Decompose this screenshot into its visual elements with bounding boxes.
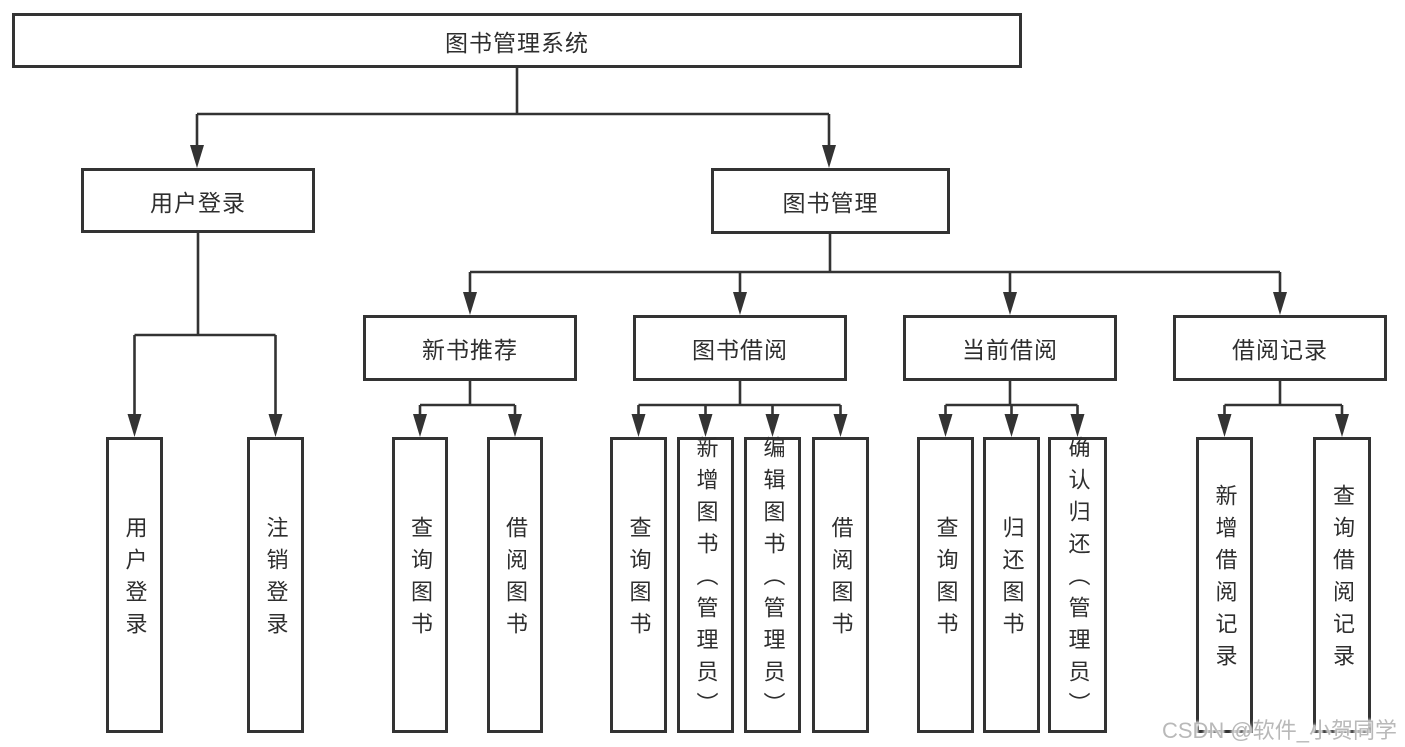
node-current-borrow-label: 当前借阅 — [962, 337, 1058, 363]
edge-current-borrow-to-leaves — [938, 381, 1085, 437]
leaf-edit-books-admin: 编辑图书（管理员） — [744, 436, 801, 733]
edge-user-login-to-leaves — [127, 233, 283, 437]
node-book-borrow: 图书借阅 — [633, 315, 847, 381]
node-current-borrow: 当前借阅 — [903, 315, 1117, 381]
node-borrow-records: 借阅记录 — [1173, 315, 1387, 381]
leaf-add-books-admin: 新增图书（管理员） — [677, 436, 734, 733]
leaf-current-query-books-label: 查询图书 — [933, 516, 959, 644]
leaf-add-books-admin-label: 新增图书（管理员） — [693, 436, 719, 724]
node-user-login: 用户登录 — [81, 168, 315, 233]
leaf-borrow-query-books-label: 查询图书 — [626, 516, 652, 644]
leaf-recommend-borrow-books: 借阅图书 — [487, 437, 543, 733]
leaf-edit-books-admin-label: 编辑图书（管理员） — [760, 436, 786, 724]
leaf-recommend-borrow-books-label: 借阅图书 — [503, 516, 528, 644]
leaf-borrow-borrow-books: 借阅图书 — [812, 437, 869, 733]
leaf-return-books-label: 归还图书 — [999, 516, 1025, 644]
leaf-add-borrow-record: 新增借阅记录 — [1196, 437, 1253, 733]
leaf-confirm-return-admin-label: 确认归还（管理员） — [1065, 436, 1091, 724]
csdn-watermark: CSDN @软件_小贺同学 — [1161, 718, 1397, 743]
leaf-user-login-label: 用户登录 — [122, 516, 148, 644]
leaf-add-borrow-record-label: 新增借阅记录 — [1212, 484, 1238, 676]
leaf-query-borrow-record: 查询借阅记录 — [1313, 437, 1371, 733]
node-book-management: 图书管理 — [711, 168, 950, 234]
leaf-logout: 注销登录 — [247, 437, 304, 733]
leaf-user-login: 用户登录 — [106, 437, 163, 733]
leaf-query-borrow-record-label: 查询借阅记录 — [1330, 484, 1355, 676]
node-borrow-records-label: 借阅记录 — [1232, 337, 1328, 363]
leaf-recommend-query-books-label: 查询图书 — [408, 516, 433, 644]
leaf-logout-label: 注销登录 — [263, 516, 289, 644]
edge-book-management-to-level3 — [463, 234, 1287, 315]
edge-borrow-records-to-leaves — [1217, 381, 1349, 437]
node-user-login-label: 用户登录 — [150, 189, 246, 216]
node-new-book-recommend: 新书推荐 — [363, 315, 577, 381]
node-new-book-recommend-label: 新书推荐 — [422, 337, 518, 363]
node-root-system: 图书管理系统 — [12, 13, 1022, 68]
leaf-borrow-borrow-books-label: 借阅图书 — [828, 516, 854, 644]
edge-new-book-recommend-to-leaves — [413, 381, 522, 437]
leaf-current-query-books: 查询图书 — [917, 437, 974, 733]
edge-book-borrow-to-leaves — [631, 381, 848, 437]
leaf-recommend-query-books: 查询图书 — [392, 437, 448, 733]
node-book-borrow-label: 图书借阅 — [692, 337, 788, 363]
edge-root-to-level2 — [190, 68, 836, 168]
leaf-confirm-return-admin: 确认归还（管理员） — [1048, 436, 1107, 733]
node-book-management-label: 图书管理 — [782, 190, 879, 216]
node-root-label: 图书管理系统 — [445, 29, 589, 56]
leaf-return-books: 归还图书 — [983, 437, 1040, 733]
leaf-borrow-query-books: 查询图书 — [610, 437, 667, 733]
